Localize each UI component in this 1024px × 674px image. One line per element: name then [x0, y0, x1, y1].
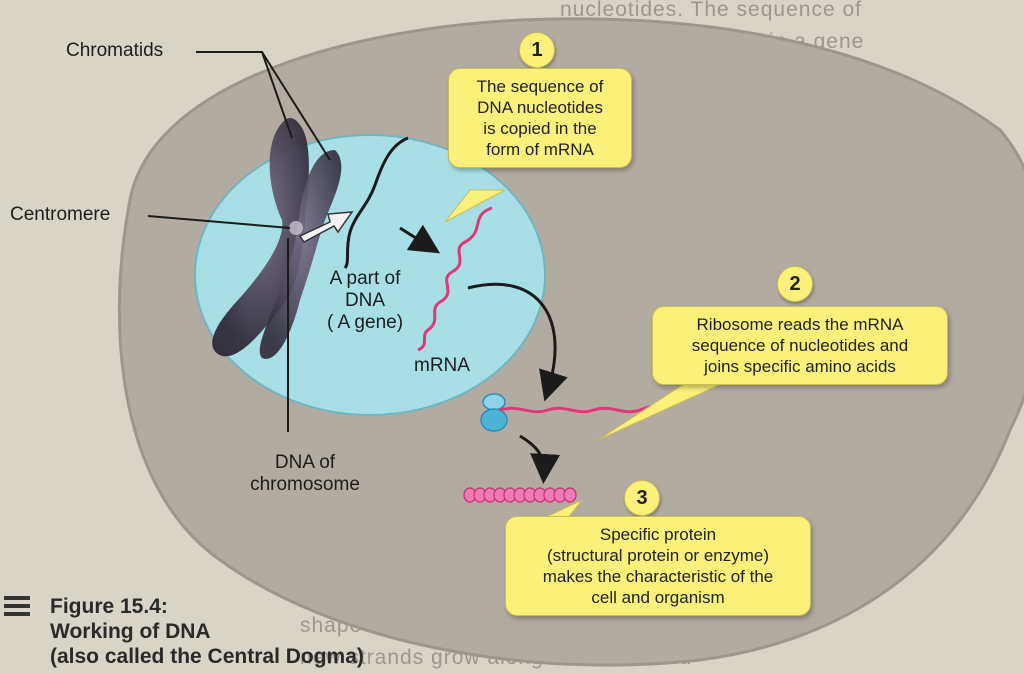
step-2-badge: 2	[777, 266, 813, 302]
dna-part-line-1: A part of	[315, 268, 415, 290]
step-1-line-1: The sequence of	[459, 76, 621, 97]
figure-number: Figure 15.4:	[50, 594, 364, 619]
centromere-label: Centromere	[10, 204, 110, 226]
protein-chain	[464, 488, 576, 502]
dna-chromosome-line-1: DNA of	[230, 452, 380, 474]
step-1-line-2: DNA nucleotides	[459, 97, 621, 118]
step-2-line-1: Ribosome reads the mRNA	[663, 314, 937, 335]
step-3-badge: 3	[624, 480, 660, 516]
step-2-callout: Ribosome reads the mRNA sequence of nucl…	[652, 306, 948, 385]
step-1-line-4: form of mRNA	[459, 139, 621, 160]
figure-icon	[4, 596, 30, 616]
figure-caption: Figure 15.4: Working of DNA (also called…	[50, 594, 364, 669]
figure-subtitle: (also called the Central Dogma)	[50, 644, 364, 669]
ribosome	[481, 394, 507, 431]
step-1-badge: 1	[519, 32, 555, 68]
step-2-line-2: sequence of nucleotides and	[663, 335, 937, 356]
dna-chromosome-line-2: chromosome	[230, 474, 380, 496]
dna-part-line-2: DNA	[315, 290, 415, 312]
step-1-callout: The sequence of DNA nucleotides is copie…	[448, 68, 632, 168]
figure-title: Working of DNA	[50, 619, 364, 644]
step-3-line-2: (structural protein or enzyme)	[516, 545, 800, 566]
step-3-line-3: makes the characteristic of the	[516, 566, 800, 587]
step-3-callout: Specific protein (structural protein or …	[505, 516, 811, 616]
step-3-line-4: cell and organism	[516, 587, 800, 608]
step-2-line-3: joins specific amino acids	[663, 356, 937, 377]
chromatids-label: Chromatids	[66, 40, 163, 62]
dna-part-label: A part of DNA ( A gene)	[315, 268, 415, 334]
step-3-line-1: Specific protein	[516, 524, 800, 545]
dna-part-line-3: ( A gene)	[315, 312, 415, 334]
centromere-point	[289, 221, 303, 235]
step-1-line-3: is copied in the	[459, 118, 621, 139]
dna-chromosome-label: DNA of chromosome	[230, 452, 380, 496]
mrna-label: mRNA	[414, 355, 470, 377]
